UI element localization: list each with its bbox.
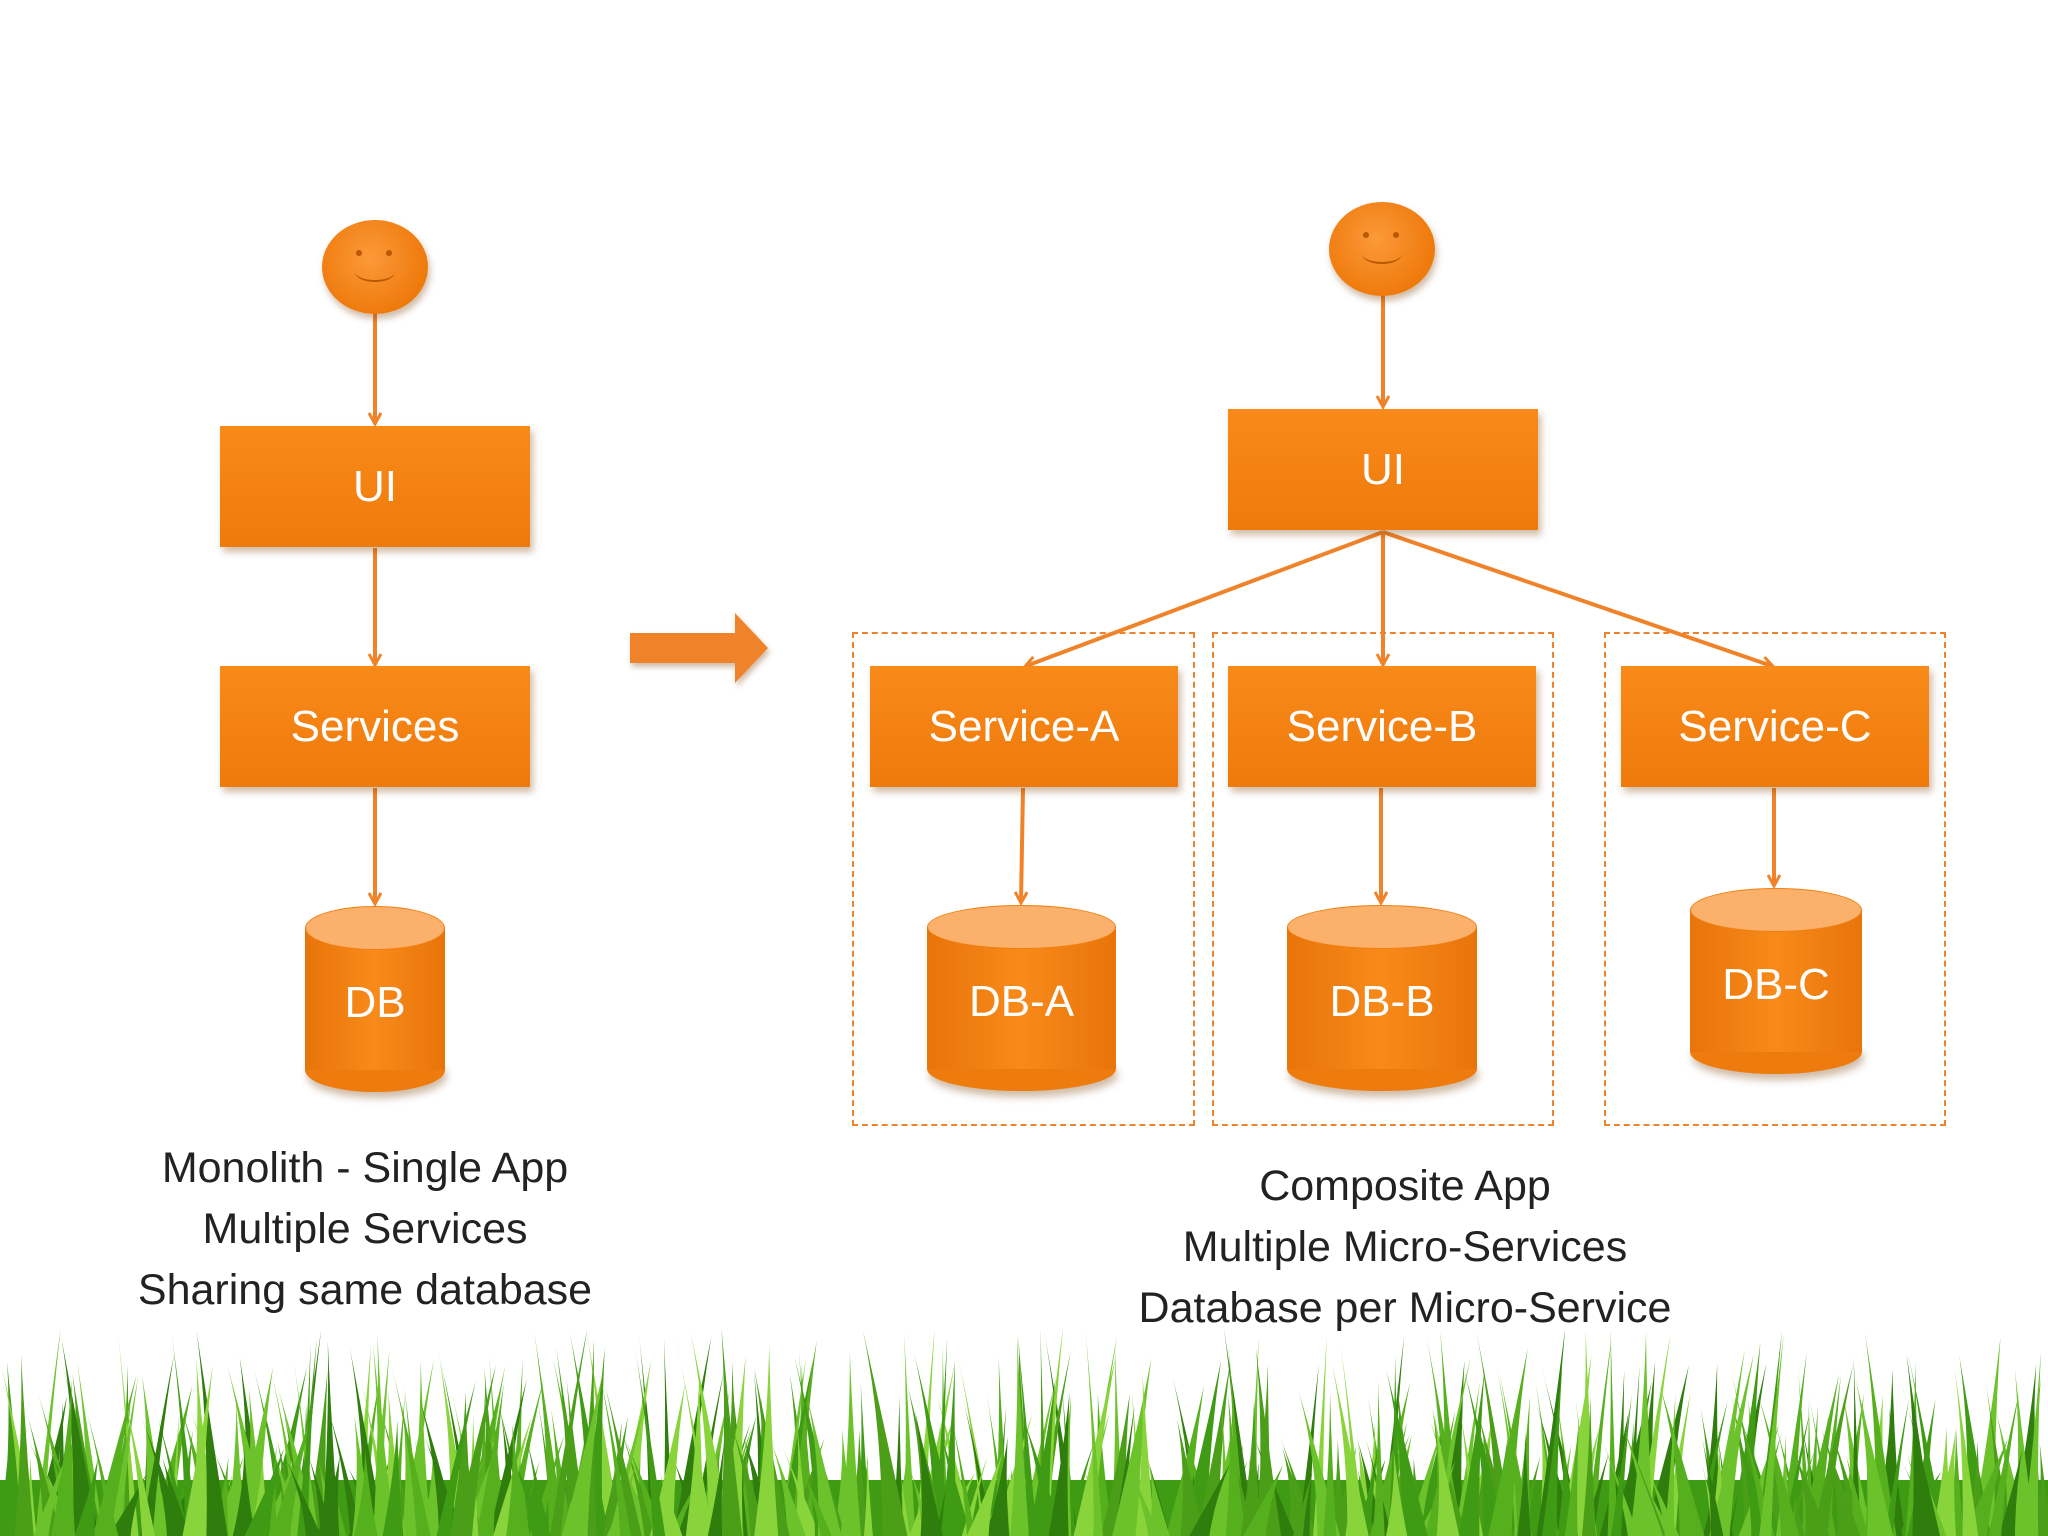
smiley-face-icon	[322, 220, 428, 314]
db-label: DB	[344, 977, 406, 1027]
service-a-label: Service-A	[928, 701, 1120, 751]
face-eye-right	[386, 250, 392, 256]
service-c-label: Service-C	[1678, 701, 1872, 751]
caption-line: Database per Micro-Service	[1138, 1284, 1672, 1332]
service-a-boundary	[852, 632, 1195, 1126]
db-b-label: DB-B	[1329, 976, 1435, 1026]
db-b-cylinder: DB-B	[1287, 905, 1477, 1091]
face-mouth	[1362, 244, 1402, 264]
ui-box-left: UI	[220, 426, 530, 547]
services-label: Services	[290, 701, 460, 751]
caption-line: Composite App	[1259, 1162, 1551, 1210]
service-c-box: Service-C	[1621, 666, 1929, 787]
db-a-cylinder: DB-A	[927, 905, 1116, 1091]
caption-line: Multiple Micro-Services	[1182, 1223, 1628, 1271]
service-b-box: Service-B	[1228, 666, 1536, 787]
service-c-boundary	[1604, 632, 1946, 1126]
face-eye-right	[1393, 232, 1399, 238]
caption-line: Multiple Services	[202, 1205, 528, 1253]
arrow-ui-to-service-a	[1026, 530, 1384, 666]
arrow-service-a-to-db-a	[1021, 787, 1023, 902]
service-b-boundary	[1212, 632, 1554, 1126]
db-c-cylinder: DB-C	[1690, 888, 1862, 1074]
db-c-label: DB-C	[1722, 959, 1830, 1009]
arrow-right-icon	[630, 613, 768, 683]
caption-line: Sharing same database	[137, 1266, 593, 1314]
services-box: Services	[220, 666, 530, 787]
service-b-label: Service-B	[1286, 701, 1478, 751]
smiley-face-icon	[1329, 202, 1435, 296]
db-cylinder: DB	[305, 906, 445, 1092]
caption-line: Monolith - Single App	[161, 1144, 569, 1192]
caption-composite: Composite App Multiple Micro-Services Da…	[1060, 1156, 1750, 1339]
caption-monolith: Monolith - Single App Multiple Services …	[80, 1138, 650, 1321]
service-a-box: Service-A	[870, 666, 1178, 787]
arrow-ui-to-service-c	[1382, 530, 1772, 666]
db-a-label: DB-A	[968, 976, 1075, 1026]
face-mouth	[355, 262, 395, 282]
ui-box-right: UI	[1228, 409, 1538, 530]
face-eye-left	[356, 250, 362, 256]
grass-decoration	[0, 1330, 2048, 1536]
face-eye-left	[1363, 232, 1369, 238]
ui-label-left: UI	[353, 461, 397, 511]
ui-label-right: UI	[1361, 444, 1405, 494]
